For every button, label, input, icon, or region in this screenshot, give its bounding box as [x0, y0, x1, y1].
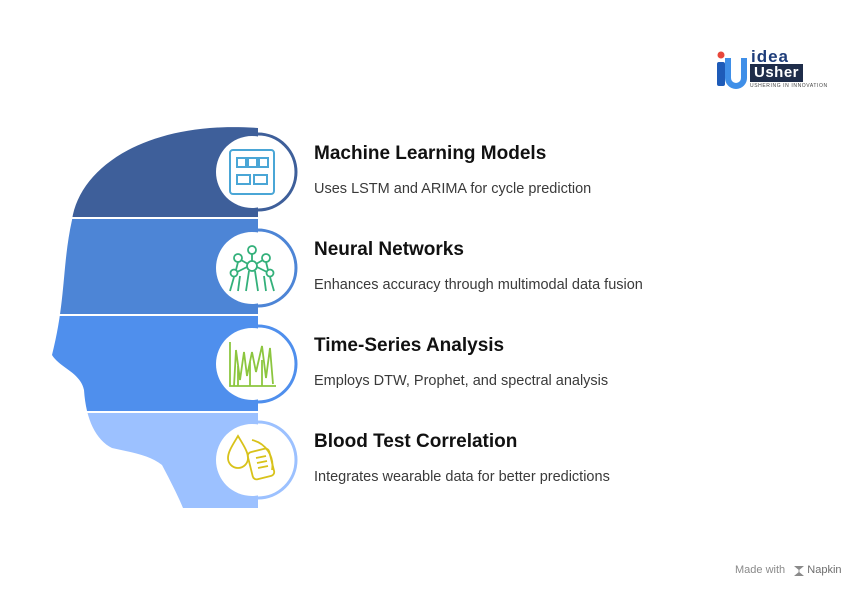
idea-usher-logo-icon — [717, 52, 744, 87]
icon-circle-2 — [216, 232, 288, 304]
brand-logo-tagline: USHERING IN INNOVATION — [750, 83, 828, 89]
item-description-time-series: Employs DTW, Prophet, and spectral analy… — [314, 373, 608, 389]
item-description-blood-test: Integrates wearable data for better pred… — [314, 469, 610, 485]
item-description-machine-learning: Uses LSTM and ARIMA for cycle prediction — [314, 181, 591, 197]
item-title-blood-test: Blood Test Correlation — [314, 431, 517, 453]
item-description-neural-networks: Enhances accuracy through multimodal dat… — [314, 277, 643, 293]
icon-circle-1 — [216, 136, 288, 208]
item-title-neural-networks: Neural Networks — [314, 239, 464, 261]
item-title-machine-learning: Machine Learning Models — [314, 143, 546, 165]
item-title-time-series: Time-Series Analysis — [314, 335, 504, 357]
made-with-credit: Made with Napkin — [735, 564, 842, 576]
icon-circle-4 — [216, 424, 288, 496]
napkin-label: Napkin — [807, 564, 841, 576]
icon-circle-3 — [216, 328, 288, 400]
made-with-label: Made with — [735, 564, 785, 576]
brand-logo-word-usher: Usher — [750, 64, 803, 82]
